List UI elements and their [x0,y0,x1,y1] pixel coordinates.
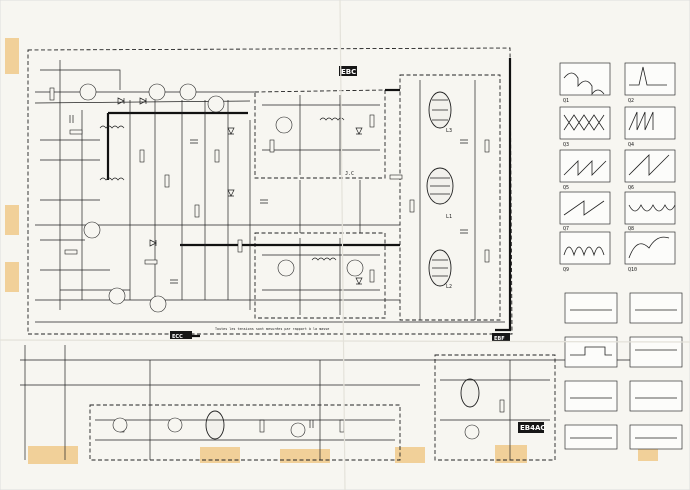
waveform-box-15 [564,380,618,412]
coil [99,125,125,129]
tag-bg [518,422,544,433]
label-ebc: EBC [341,68,356,76]
waveform-box-11 [564,292,618,324]
waveform-caption-9: Q9 [563,267,569,273]
label-tube-l2: L2 [446,284,452,290]
waveform-box-1 [559,62,611,96]
tape-strip [28,446,78,464]
transistor-symbol [108,287,126,305]
footnote: Toutes les tensions sont mesurées par ra… [215,327,329,331]
waveform-caption-8: Q8 [628,226,634,232]
bottom-module-left [89,404,401,461]
waveform-box-3 [559,106,611,140]
waveform-box-2 [624,62,676,96]
label-ebf: EBF [494,336,505,342]
waveform-box-8 [624,191,676,225]
transistor-symbol [290,422,306,438]
bus-line [495,58,512,332]
chassis-outline [27,47,513,335]
coil [99,177,125,181]
waveform-panels [559,62,683,450]
tag-bg [339,66,357,76]
waveform-box-18 [629,424,683,450]
tape-strip [638,449,658,461]
transistor-symbol [277,259,295,277]
waveform-caption-4: Q4 [628,142,634,148]
coil [319,117,345,121]
waveform-box-16 [629,380,683,412]
waveform-caption-3: Q3 [563,142,569,148]
tape-strip [200,447,240,463]
resistor-group [49,87,505,433]
transistor-symbol [167,417,183,433]
waveform-box-17 [564,424,618,450]
label-tube-l1: L1 [446,214,452,220]
diode-group [117,97,363,285]
tube-grid [432,99,448,121]
tube-grid [430,177,450,195]
transistor-symbol [112,417,128,433]
tape-strip [5,205,19,235]
transistor-symbol [148,83,166,101]
tape-strip [495,445,527,463]
tape-strip [395,447,425,463]
waveform-caption-2: Q2 [628,98,634,104]
transistor-symbol [149,295,167,313]
waveform-caption-10: Q10 [628,267,637,273]
tag-bg [170,331,192,339]
tag-bg [492,333,510,341]
bottom-module-right [434,354,556,461]
sub-module-upper [254,89,386,179]
tape-strip [5,262,19,292]
waveform-box-5 [559,149,611,183]
waveform-caption-5: Q5 [563,185,569,191]
label-tube-l3: L3 [446,128,452,134]
label-junction: J.C [345,171,354,177]
tube-module [399,74,501,321]
paper-crease [0,339,690,343]
transistor-symbol [207,95,225,113]
transistor-symbol [346,259,364,277]
vacuum-tube [205,410,225,440]
waveform-box-4 [624,106,676,140]
waveform-box-10 [624,231,676,265]
transistor-symbol [275,116,293,134]
capacitor-group [69,115,468,428]
label-eb4: EB4AC [520,424,546,432]
tape-strip [280,449,330,463]
sub-module-lower [254,232,386,319]
waveform-box-6 [624,149,676,183]
transistor-symbol [464,424,480,440]
waveform-box-9 [559,231,611,265]
transistor-symbol [83,221,101,239]
waveform-caption-7: Q7 [563,226,569,232]
label-ecc: ECC [172,334,183,340]
waveform-box-7 [559,191,611,225]
waveform-caption-1: Q1 [563,98,569,104]
vacuum-tube [460,378,480,408]
waveform-caption-6: Q6 [628,185,634,191]
tube-grid [432,259,448,277]
paper-crease [339,0,346,490]
coil [311,257,337,261]
transistor-symbol [179,83,197,101]
waveform-box-12 [629,292,683,324]
wire [40,69,121,90]
transistor-symbol [79,83,97,101]
tape-strip [5,38,19,74]
